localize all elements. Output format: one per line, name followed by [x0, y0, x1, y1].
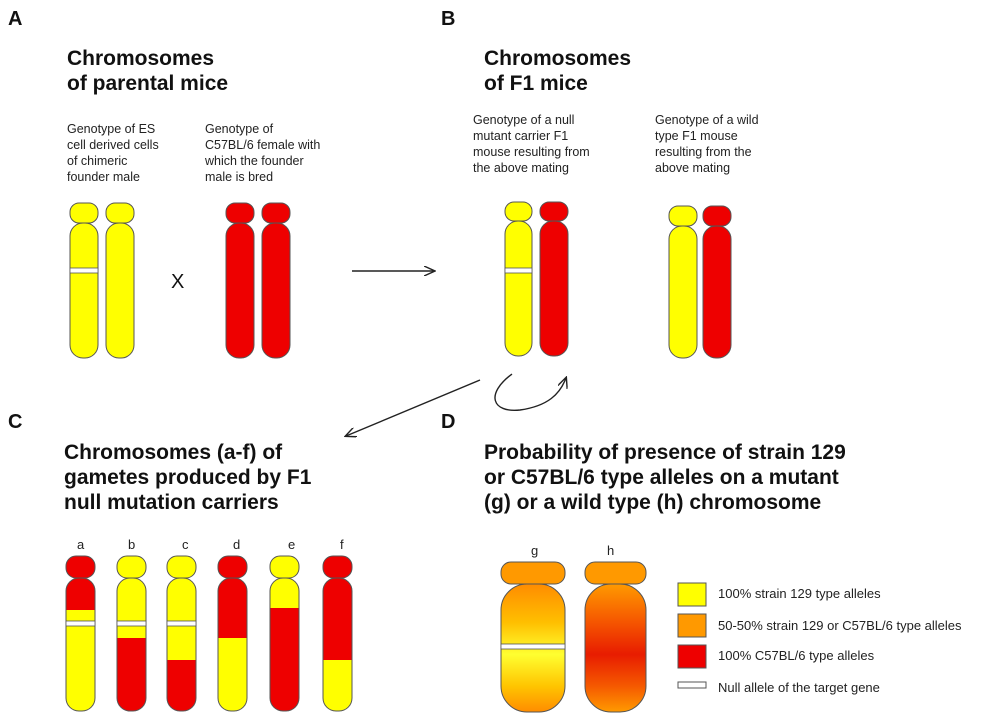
panel-c-letter: C — [8, 411, 23, 433]
null-allele-marker — [166, 620, 197, 627]
panel-a-caption-c57-female: Genotype of C57BL/6 female with which th… — [205, 122, 321, 184]
chromosome-es-cell-1 — [69, 202, 99, 359]
chromosome-label-f: f — [340, 537, 344, 552]
legend-label-null-allele: Null allele of the target gene — [718, 680, 880, 695]
chromosome-label-e: e — [288, 537, 296, 552]
legend-label-mixed: 50-50% strain 129 or C57BL/6 type allele… — [718, 618, 962, 633]
panel-a-letter: A — [8, 8, 23, 30]
legend-swatch-strain129 — [677, 582, 707, 607]
chromosome-label-g: g — [531, 543, 539, 558]
panel-b-title: Chromosomes of F1 mice — [484, 47, 632, 95]
panel-a-title: Chromosomes of parental mice — [67, 47, 229, 95]
null-allele-marker — [69, 267, 99, 274]
legend-label-c57: 100% C57BL/6 type alleles — [718, 648, 875, 663]
panel-a-caption-es-cells: Genotype of ES cell derived cells of chi… — [67, 122, 159, 184]
chromosome-label-h: h — [607, 543, 615, 558]
panel-c-title: Chromosomes (a-f) of gametes produced by… — [64, 441, 312, 514]
chromosome-f1-carrier-c57 — [539, 201, 569, 357]
chromosome-c57-female-2 — [261, 202, 291, 359]
chromosome-f1-carrier-129 — [504, 201, 533, 357]
gamete-chromosome-b — [116, 555, 147, 712]
gamete-chromosome-c — [166, 555, 197, 712]
panel-d-letter: D — [441, 411, 456, 433]
probability-chromosome-g — [500, 561, 566, 713]
gamete-chromosome-e — [269, 555, 300, 712]
panel-b-letter: B — [441, 8, 456, 30]
chromosome-f1-wildtype-129 — [668, 205, 698, 359]
panel-b-caption-mutant-carrier: Genotype of a null mutant carrier F1 mou… — [473, 113, 590, 175]
arrow-f1-intercross-loop — [494, 373, 566, 411]
null-allele-marker — [504, 267, 533, 274]
cross-symbol: X — [171, 271, 185, 293]
chromosome-es-cell-2 — [105, 202, 135, 359]
null-allele-marker — [116, 620, 147, 627]
probability-chromosome-h — [584, 561, 647, 713]
legend-swatch-mixed — [677, 613, 707, 638]
legend-swatch-c57 — [677, 644, 707, 669]
legend-swatch-null-allele — [677, 681, 707, 689]
chromosome-label-a: a — [77, 537, 85, 552]
arrow-f1-to-gametes — [346, 379, 481, 436]
null-allele-marker — [65, 620, 96, 627]
legend-label-strain129: 100% strain 129 type alleles — [718, 586, 881, 601]
panel-d-title: Probability of presence of strain 129 or… — [484, 441, 846, 514]
chromosome-f1-wildtype-c57 — [702, 205, 732, 359]
chromosome-label-c: c — [182, 537, 189, 552]
gamete-chromosome-d — [217, 555, 248, 712]
null-allele-marker — [500, 643, 566, 650]
chromosome-label-d: d — [233, 537, 241, 552]
gamete-chromosome-a — [65, 555, 96, 712]
chromosome-label-b: b — [128, 537, 136, 552]
panel-b-caption-wild-type: Genotype of a wild type F1 mouse resulti… — [655, 113, 759, 175]
gamete-chromosome-f — [322, 555, 353, 712]
chromosome-c57-female-1 — [225, 202, 255, 359]
